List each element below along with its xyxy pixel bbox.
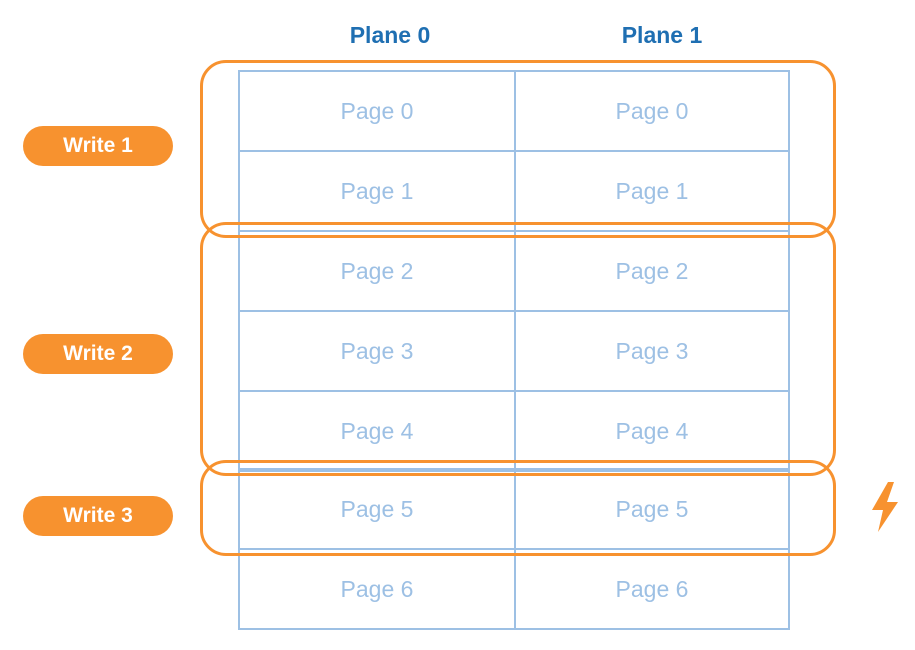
write-1-label: Write 1 bbox=[23, 126, 173, 166]
plane-0-header: Plane 0 bbox=[349, 22, 431, 48]
write-1-group-outline bbox=[200, 60, 836, 238]
write-3-label: Write 3 bbox=[23, 496, 173, 536]
write-2-label: Write 2 bbox=[23, 334, 173, 374]
write-3-group-outline bbox=[200, 460, 836, 556]
plane-1-page-4: Page 4 bbox=[514, 390, 790, 472]
plane-0-page-6: Page 6 bbox=[238, 548, 516, 630]
plane-1-page-6: Page 6 bbox=[514, 548, 790, 630]
plane-0-page-5: Page 5 bbox=[238, 468, 516, 550]
plane-1-page-3: Page 3 bbox=[514, 310, 790, 392]
write-2-group-outline bbox=[200, 222, 836, 476]
plane-1-header: Plane 1 bbox=[621, 22, 703, 48]
lightning-bolt-icon bbox=[872, 482, 898, 532]
